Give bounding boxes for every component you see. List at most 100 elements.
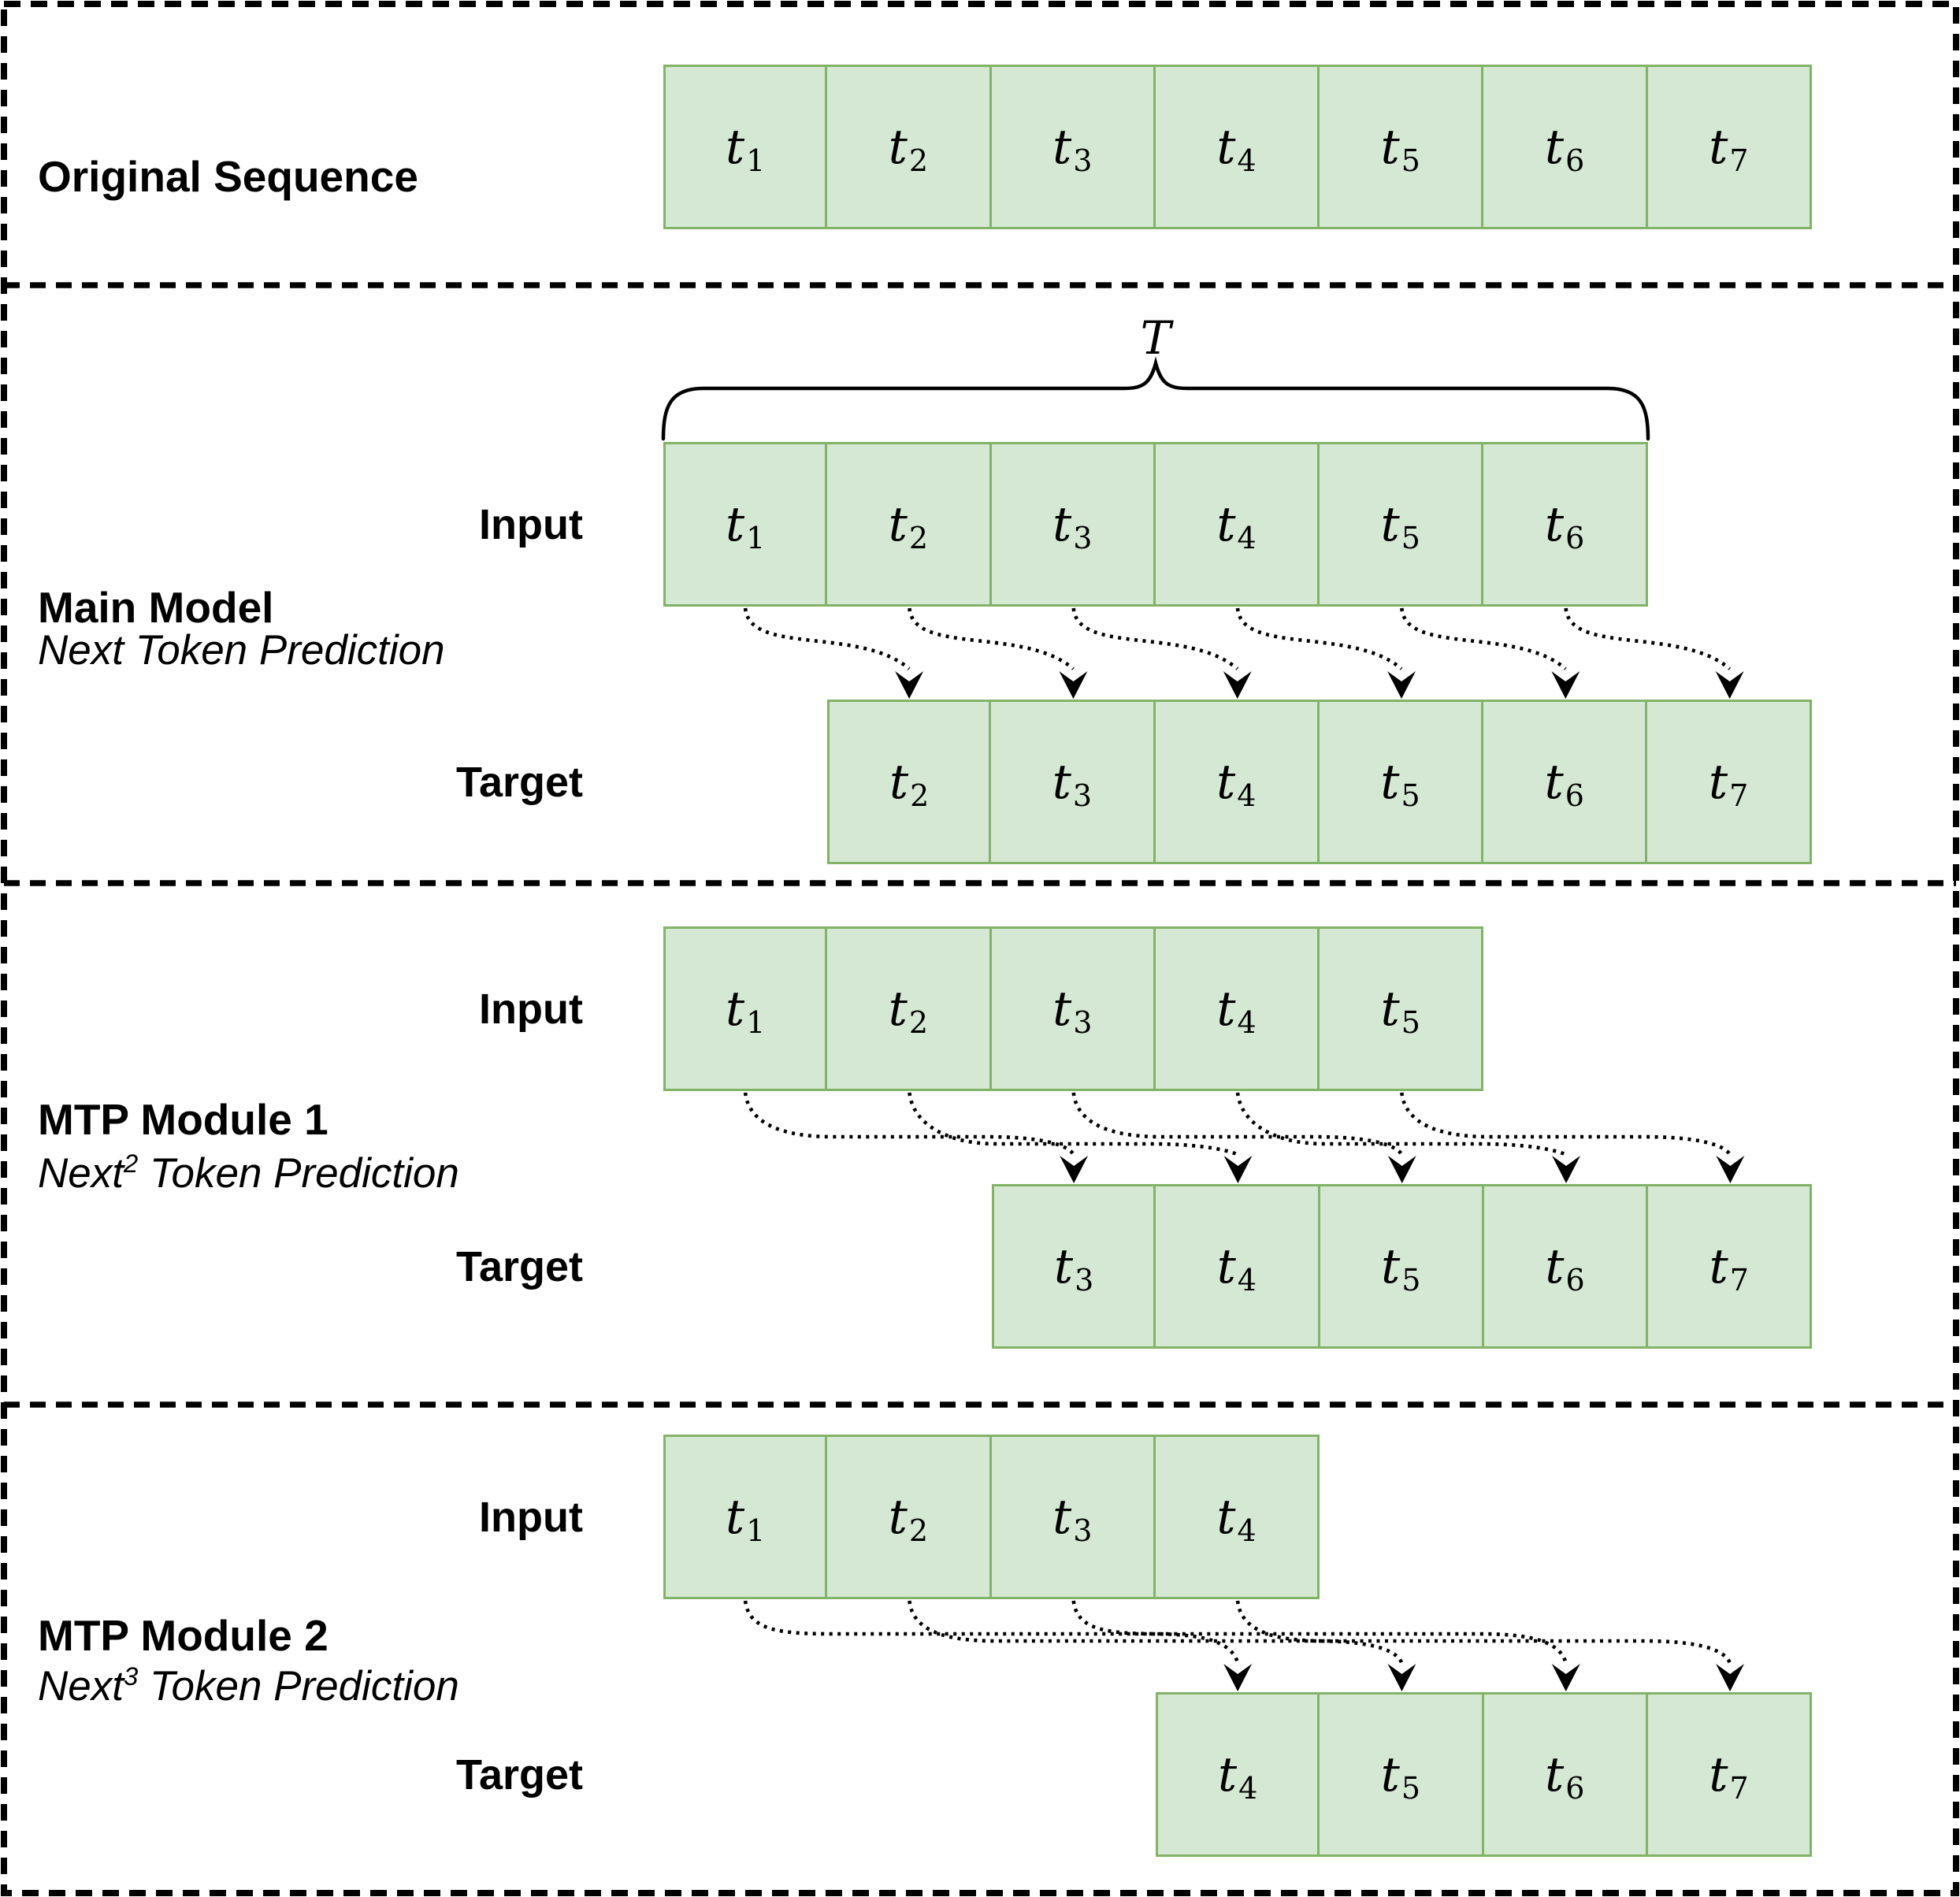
section-subtitle-mtp-module-2: Next3 Token Prediction xyxy=(38,1661,459,1710)
token-subscript: 6 xyxy=(1565,1262,1585,1297)
token-symbol: t xyxy=(888,496,908,552)
prediction-arrowhead xyxy=(1387,1664,1416,1691)
token-subscript: 1 xyxy=(746,143,766,178)
token-subscript: 2 xyxy=(908,1004,929,1040)
token-symbol: t xyxy=(1216,119,1236,175)
token-symbol: t xyxy=(1052,496,1072,552)
token-symbol: t xyxy=(1216,1238,1236,1294)
prediction-arrows-layer xyxy=(743,607,1745,1691)
token-subscript: 7 xyxy=(1729,1262,1749,1297)
token-symbol: t xyxy=(889,754,909,810)
token-subscript: 6 xyxy=(1565,143,1585,178)
token-symbol: t xyxy=(725,981,745,1037)
token-symbol: t xyxy=(1216,981,1236,1037)
token-symbol: t xyxy=(725,119,745,175)
token-subscript: 4 xyxy=(1238,1770,1258,1806)
token-subscript: 6 xyxy=(1565,1770,1585,1806)
subtitle-superscript: 3 xyxy=(123,1661,139,1691)
token-symbol: t xyxy=(1381,1238,1401,1294)
token-symbol: t xyxy=(888,981,908,1037)
token-subscript: 3 xyxy=(1073,1513,1093,1548)
token-subscript: 6 xyxy=(1565,778,1584,813)
token-symbol: t xyxy=(725,1489,745,1545)
token-symbol: t xyxy=(1052,754,1071,810)
token-symbol: t xyxy=(1380,754,1400,810)
token-subscript: 7 xyxy=(1729,1770,1749,1806)
token-symbol: t xyxy=(1053,1238,1074,1294)
token-subscript: 5 xyxy=(1401,778,1420,813)
prediction-arrow-line xyxy=(1071,1092,1404,1156)
input-label-mtp-module-1: Input xyxy=(479,986,583,1033)
target-label-main-model: Target xyxy=(455,759,583,806)
subtitle-text: Token Prediction xyxy=(138,1662,459,1710)
token-symbol: t xyxy=(1544,754,1564,810)
token-symbol: t xyxy=(1216,1489,1236,1545)
sequence-length-brace xyxy=(661,356,1650,441)
subtitle-text: Next xyxy=(38,1149,124,1197)
token-subscript: 3 xyxy=(1073,143,1093,178)
token-subscript: 3 xyxy=(1075,1262,1094,1297)
prediction-arrow-line xyxy=(743,1092,1076,1156)
token-subscript: 4 xyxy=(1237,778,1257,813)
token-subscript: 3 xyxy=(1073,1004,1093,1040)
token-symbol: t xyxy=(1708,754,1728,810)
token-subscript: 3 xyxy=(1073,520,1093,555)
section-title-mtp-module-2: MTP Module 2 xyxy=(38,1610,329,1660)
token-symbol: t xyxy=(1380,496,1400,552)
token-subscript: 4 xyxy=(1237,520,1257,555)
prediction-arrow-line xyxy=(743,1600,1240,1664)
prediction-arrow-line xyxy=(1235,607,1403,670)
token-symbol: t xyxy=(1709,1238,1728,1294)
prediction-arrow-line xyxy=(908,607,1075,670)
token-subscript: 2 xyxy=(908,143,929,178)
section-title-original-sequence: Original Sequence xyxy=(38,151,418,201)
token-subscript: 5 xyxy=(1401,143,1420,178)
token-symbol: t xyxy=(1545,1747,1565,1802)
token-subscript: 4 xyxy=(1237,143,1257,178)
target-label-mtp-module-1: Target xyxy=(455,1243,583,1290)
token-subscript: 2 xyxy=(910,778,930,813)
token-symbol: t xyxy=(1216,496,1236,552)
section-title-mtp-module-1: MTP Module 1 xyxy=(38,1094,329,1144)
token-subscript: 2 xyxy=(908,520,929,555)
token-subscript: 3 xyxy=(1072,778,1093,813)
subtitle-text: Token Prediction xyxy=(123,626,445,674)
token-symbol: t xyxy=(1216,754,1236,810)
prediction-arrow-line xyxy=(908,1600,1404,1665)
prediction-arrowhead xyxy=(1552,1156,1581,1183)
sequence-length-label: T xyxy=(1141,311,1175,365)
token-symbol: t xyxy=(1052,1489,1072,1545)
prediction-arrowhead xyxy=(1387,1156,1416,1183)
token-symbol: t xyxy=(725,496,745,552)
token-symbol: t xyxy=(1380,119,1400,175)
token-subscript: 5 xyxy=(1401,1262,1421,1297)
token-subscript: 1 xyxy=(746,1513,766,1548)
